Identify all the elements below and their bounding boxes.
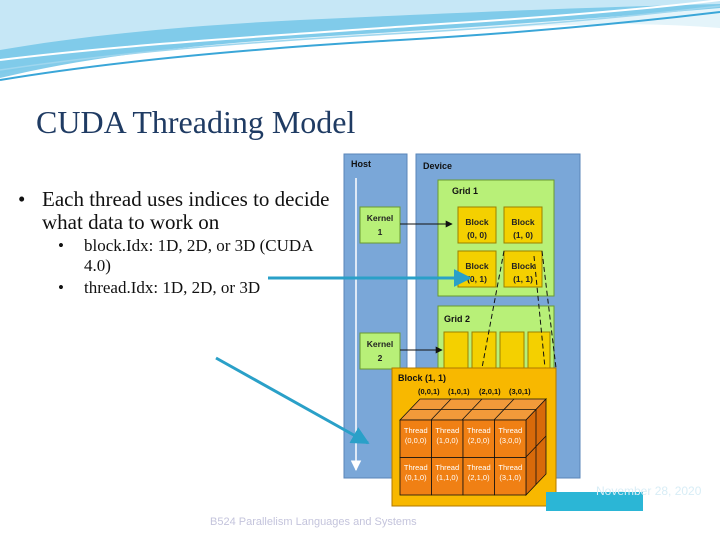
kernel1-box xyxy=(359,206,401,244)
block-detail-label: Block (1, 1) xyxy=(398,373,446,383)
thread-index: (3,1,0) xyxy=(499,473,521,482)
grid1-label: Grid 1 xyxy=(452,186,478,196)
zoom-dashed-line xyxy=(481,250,505,369)
thread-word: Thread xyxy=(404,426,428,435)
thread-word: Thread xyxy=(498,463,522,472)
sub-bullet-text: thread.Idx: 1D, 2D, or 3D xyxy=(84,278,261,297)
block-index: (0, 0) xyxy=(467,230,487,240)
kernel2-box xyxy=(359,332,401,370)
thread-word: Thread xyxy=(467,426,491,435)
bullet-list: • Each thread uses indices to decide wha… xyxy=(18,188,338,298)
thread-index: (0,1,0) xyxy=(405,473,427,482)
thread-cell xyxy=(431,457,464,496)
block-label: Block xyxy=(465,261,488,271)
footer-accent-bar xyxy=(546,492,643,511)
thread-word: Thread xyxy=(435,426,459,435)
kernel2-label: Kernel xyxy=(367,339,393,349)
thread-index: (2,0,0) xyxy=(468,436,490,445)
bullet-text: Each thread uses indices to decide what … xyxy=(42,187,330,234)
bullet-item: • Each thread uses indices to decide wha… xyxy=(18,188,338,234)
thread-cell xyxy=(462,457,495,496)
zoom-dashed-line xyxy=(533,255,546,369)
device-label: Device xyxy=(423,161,452,171)
thread-cell xyxy=(494,457,527,496)
thread-z-label: (2,0,1) xyxy=(479,387,501,396)
thread-word: Thread xyxy=(498,426,522,435)
bullet-dot-icon: • xyxy=(58,278,64,297)
thread-grid xyxy=(399,419,527,496)
sub-bullet-item: • block.Idx: 1D, 2D, or 3D (CUDA 4.0) xyxy=(18,236,338,276)
thread-word: Thread xyxy=(467,463,491,472)
grid2-block xyxy=(443,331,469,373)
zoom-dashed-line xyxy=(541,250,557,369)
bullet-dot-icon: • xyxy=(18,187,26,211)
thread-cell xyxy=(431,419,464,458)
kernel2-number: 2 xyxy=(378,353,383,363)
thread-cell xyxy=(494,419,527,458)
grid2-block xyxy=(471,331,497,373)
kernel1-number: 1 xyxy=(378,227,383,237)
bullet-dot-icon: • xyxy=(58,236,64,255)
thread-index: (1,0,0) xyxy=(436,436,458,445)
thread-cell xyxy=(399,457,432,496)
grid2-label: Grid 2 xyxy=(444,314,470,324)
slide-title: CUDA Threading Model xyxy=(36,104,356,140)
thread-index: (2,1,0) xyxy=(468,473,490,482)
block-label: Block xyxy=(511,217,534,227)
thread-word: Thread xyxy=(404,463,428,472)
thread-z-label: (0,0,1) xyxy=(418,387,440,396)
block-1-1 xyxy=(503,250,543,288)
footer-date: November 28, 2020 xyxy=(596,484,702,498)
block-0-0 xyxy=(457,206,497,244)
grid2-block xyxy=(499,331,525,373)
block-index: (1, 0) xyxy=(513,230,533,240)
block-index: (1, 1) xyxy=(513,274,533,284)
thread-word: Thread xyxy=(435,463,459,472)
host-label: Host xyxy=(351,159,371,169)
block-label: Block xyxy=(511,261,534,271)
grid2-block xyxy=(527,331,551,373)
thread-z-label: (1,0,1) xyxy=(448,387,470,396)
block-index: (0, 1) xyxy=(467,274,487,284)
sub-bullet-item: • thread.Idx: 1D, 2D, or 3D xyxy=(18,278,338,298)
kernel1-label: Kernel xyxy=(367,213,393,223)
thread-index: (0,0,0) xyxy=(405,436,427,445)
footer-course: B524 Parallelism Languages and Systems xyxy=(210,516,417,528)
thread-z-label: (3,0,1) xyxy=(509,387,531,396)
thread-index: (3,0,0) xyxy=(499,436,521,445)
block-label: Block xyxy=(465,217,488,227)
thread-cell xyxy=(399,419,432,458)
header-wave-decoration xyxy=(0,0,720,81)
thread-index: (1,1,0) xyxy=(436,473,458,482)
threadidx-callout-arrow xyxy=(215,356,370,445)
thread-cell xyxy=(462,419,495,458)
block-1-0 xyxy=(503,206,543,244)
sub-bullet-text: block.Idx: 1D, 2D, or 3D (CUDA 4.0) xyxy=(84,236,313,275)
